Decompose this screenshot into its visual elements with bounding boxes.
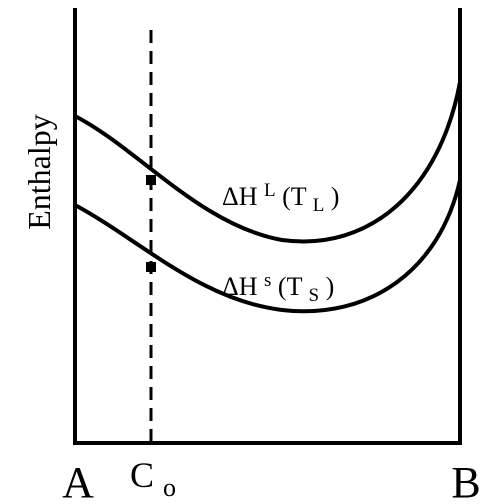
solid-curve-label: ΔH s (T S ): [222, 263, 334, 307]
liquid-subscript: L: [313, 195, 325, 216]
solid-enthalpy-curve: [74, 179, 462, 314]
solid-intersection-marker: [146, 262, 156, 272]
y-axis-label: Enthalpy: [21, 114, 57, 230]
liquid-curve-label: ΔH L (T L ): [222, 173, 339, 217]
solid-paren-close: ): [326, 272, 335, 301]
liquid-enthalpy-curve: [74, 81, 462, 244]
liquid-intersection-marker: [146, 175, 156, 185]
composition-label-main: C: [130, 455, 154, 495]
liquid-delta-h: ΔH: [222, 182, 258, 211]
solid-subscript: S: [308, 285, 319, 306]
liquid-superscript: L: [264, 180, 276, 201]
liquid-paren-open: (T: [282, 182, 307, 211]
right-endpoint-label: B: [451, 458, 480, 504]
solid-superscript: s: [264, 270, 271, 291]
left-endpoint-label: A: [62, 458, 94, 504]
liquid-paren-close: ): [331, 182, 340, 211]
solid-paren-open: (T: [278, 272, 303, 301]
composition-label-sub: o: [163, 473, 176, 502]
composition-label: C o: [130, 455, 176, 502]
solid-delta-h: ΔH: [222, 272, 258, 301]
